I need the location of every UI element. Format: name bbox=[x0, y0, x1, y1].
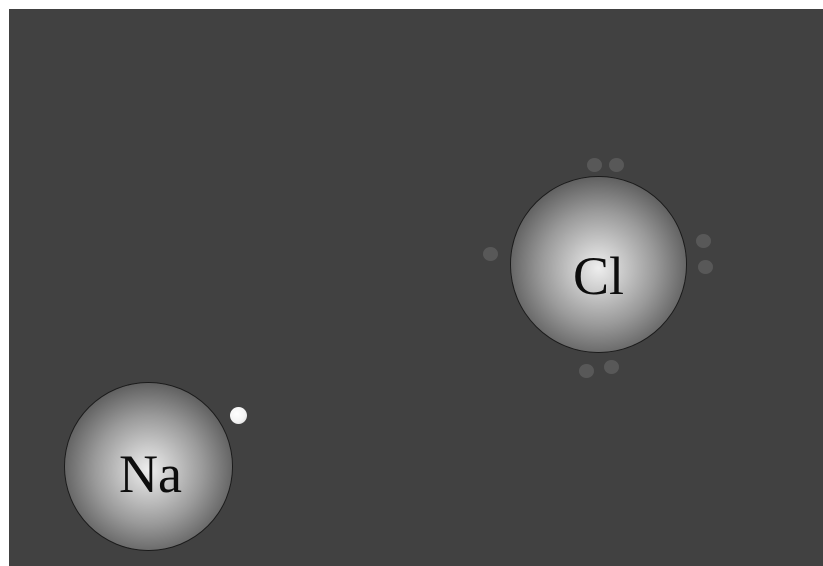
chlorine-valence-electron bbox=[696, 234, 711, 248]
chlorine-valence-electron bbox=[604, 360, 619, 374]
sodium-symbol: Na bbox=[119, 443, 182, 504]
chlorine-atom: Cl bbox=[511, 177, 686, 352]
chlorine-symbol: Cl bbox=[572, 245, 625, 306]
chlorine-valence-electron bbox=[698, 260, 713, 274]
sodium-valence-electron bbox=[230, 407, 247, 424]
sodium-atom: Na bbox=[65, 383, 232, 550]
chlorine-valence-electron bbox=[609, 158, 624, 172]
chlorine-valence-electron bbox=[579, 364, 594, 378]
diagram-canvas: Na Cl bbox=[9, 9, 823, 566]
chlorine-valence-electron bbox=[587, 158, 602, 172]
chlorine-valence-electron bbox=[483, 247, 498, 261]
